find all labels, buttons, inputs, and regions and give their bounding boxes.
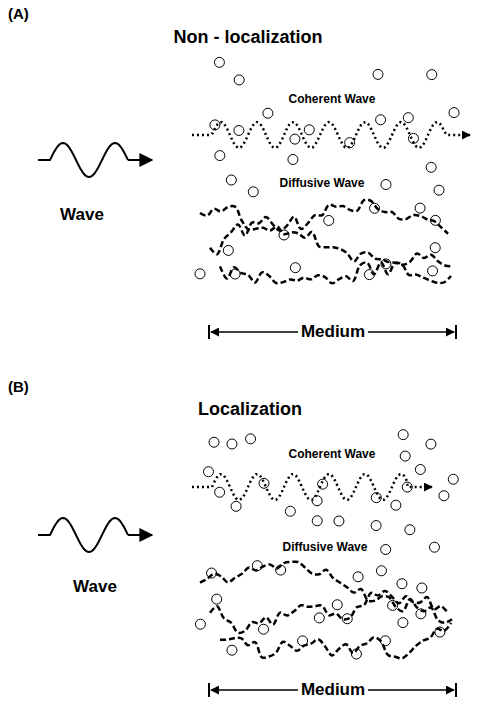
scatterer <box>400 451 410 461</box>
scatterer <box>195 619 205 629</box>
scatterer <box>373 69 383 79</box>
scatterer <box>376 566 386 576</box>
dimension-bar <box>208 683 210 697</box>
dimension-label: Medium <box>298 681 368 700</box>
scatterer <box>398 430 408 440</box>
scatterer <box>209 437 219 447</box>
scatterer <box>288 155 298 165</box>
scatterer <box>290 263 300 273</box>
panel-title: Localization <box>198 400 302 420</box>
scatterer <box>439 491 449 501</box>
source-label: Wave <box>73 578 117 597</box>
scatterer <box>248 187 258 197</box>
scatterer <box>371 521 381 531</box>
scatterer <box>246 434 256 444</box>
dimension-bar <box>455 683 457 697</box>
scatterer <box>397 579 407 589</box>
scatterer <box>312 496 322 506</box>
scatterer <box>415 464 425 474</box>
scatterer <box>312 516 322 526</box>
scatterer <box>231 501 241 511</box>
scatterer <box>417 583 427 593</box>
scatterer <box>259 624 269 634</box>
scatterer <box>415 203 425 213</box>
scatterer <box>428 266 438 276</box>
panel-letter: (A) <box>8 6 29 23</box>
source-wave <box>38 143 128 177</box>
wave-label: Coherent Wave <box>286 93 379 106</box>
diffusive-wave <box>210 200 448 255</box>
scatterer <box>429 542 439 552</box>
scatterer <box>234 75 244 85</box>
illustration-group <box>38 57 470 697</box>
scatterer <box>318 479 328 489</box>
scatterer <box>426 439 436 449</box>
source-label: Wave <box>60 206 104 225</box>
scatterer <box>215 487 225 497</box>
scatterer <box>227 645 237 655</box>
scatterer <box>227 439 237 449</box>
scatterer <box>214 57 224 67</box>
scatterer <box>195 269 205 279</box>
diffusive-wave <box>200 562 452 623</box>
scatterer <box>212 594 222 604</box>
scatterer <box>403 113 413 123</box>
scatterer <box>290 134 300 144</box>
scatterer <box>263 108 273 118</box>
scatterer <box>324 215 334 225</box>
scatterer <box>391 500 401 510</box>
scatterer <box>381 544 391 554</box>
dimension-label: Medium <box>298 323 368 342</box>
scatterer <box>430 243 440 253</box>
scatterer <box>353 572 363 582</box>
scatterer <box>234 125 244 135</box>
source-arrow <box>128 534 152 536</box>
panel-letter: (B) <box>8 379 29 396</box>
scatterer <box>226 175 236 185</box>
source-wave <box>38 518 128 552</box>
scatterer <box>426 162 436 172</box>
scatterer <box>434 185 444 195</box>
scatterer <box>376 115 386 125</box>
source-arrow <box>128 159 152 161</box>
diffusive-wave <box>220 623 451 659</box>
wave-label: Diffusive Wave <box>277 177 368 190</box>
scatterer <box>314 613 324 623</box>
scatterer <box>332 600 342 610</box>
scatterer <box>381 180 391 190</box>
scatterer <box>304 125 314 135</box>
scatterer <box>405 525 415 535</box>
scatterer <box>449 108 459 118</box>
scatterer <box>398 618 408 628</box>
wave-label: Diffusive Wave <box>280 541 371 554</box>
scatterer <box>448 474 458 484</box>
scatterer <box>285 506 295 516</box>
dimension-bar <box>208 325 210 339</box>
dimension-bar <box>455 325 457 339</box>
scatterer <box>203 467 213 477</box>
coherent-wave <box>192 122 470 148</box>
panel-title: Non - localization <box>173 28 322 48</box>
wave-label: Coherent Wave <box>286 448 379 461</box>
coherent-wave <box>192 474 432 500</box>
scatterer <box>427 70 437 80</box>
diffusive-wave <box>210 591 448 633</box>
scatterer <box>223 245 233 255</box>
scatterer <box>215 151 225 161</box>
diffusive-wave <box>220 262 451 283</box>
scatterer <box>334 516 344 526</box>
